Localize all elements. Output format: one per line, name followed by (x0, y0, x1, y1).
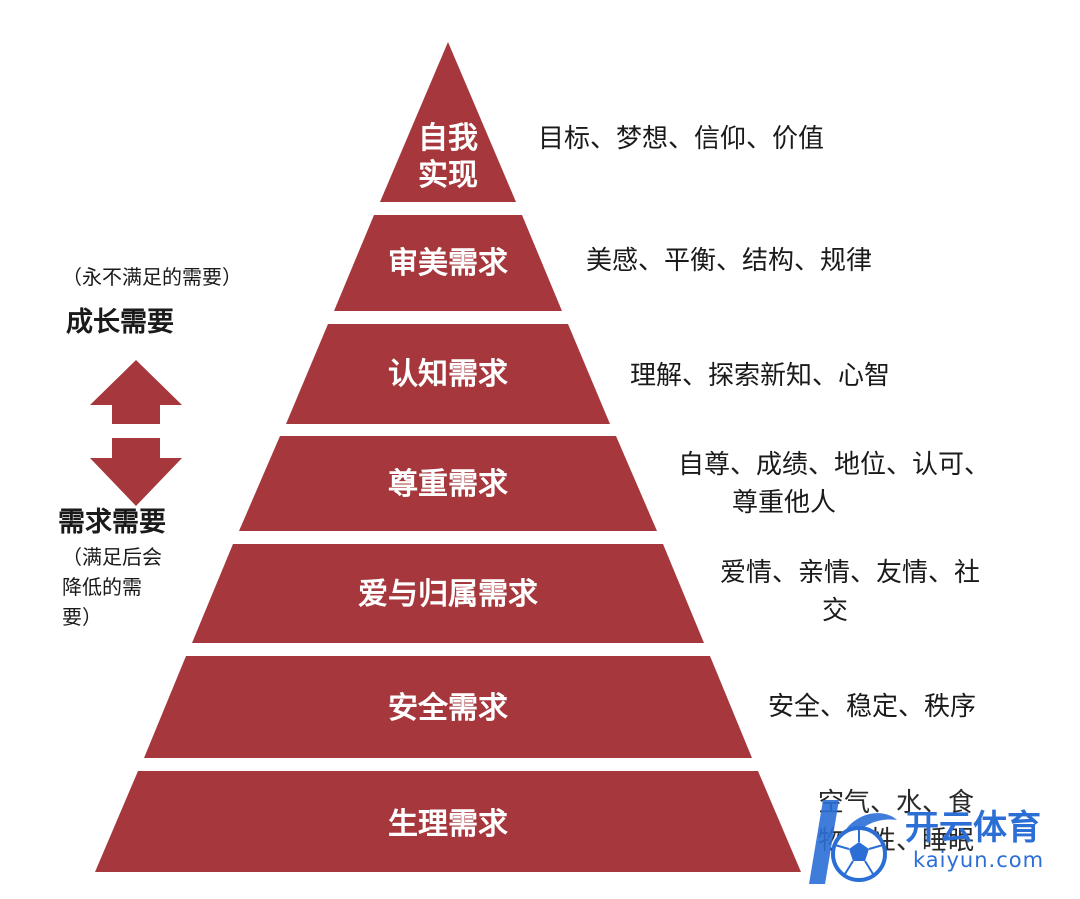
tier-self-actualization-label-line1: 自我 (418, 121, 478, 156)
growth-needs-note: （永不满足的需要） (62, 265, 242, 289)
deficiency-needs-title: 需求需要 (58, 507, 166, 538)
tier-love-belonging-label: 爱与归属需求 (358, 577, 538, 612)
growth-needs-title: 成长需要 (66, 307, 174, 338)
tier-love-belonging-description: 爱情、亲情、友情、社 交 (720, 554, 980, 630)
tier-physiological-label: 生理需求 (388, 807, 508, 842)
tier-self-actualization-description: 目标、梦想、信仰、价值 (538, 120, 824, 158)
note-line: 要） (62, 605, 102, 629)
description-line: 爱情、亲情、友情、社 (720, 558, 981, 588)
description-line: 空气、水、食 (818, 788, 975, 818)
watermark-brand-en: kaiyun.com (913, 848, 1045, 872)
tier-cognitive-shape (286, 324, 610, 424)
tier-aesthetic-label: 审美需求 (388, 246, 508, 281)
tier-self-actualization-label-line2: 实现 (418, 158, 478, 193)
tier-cognitive-description: 理解、探索新知、心智 (630, 357, 890, 395)
description-line: 交 (822, 596, 849, 626)
description-line: 目标、梦想、信仰、价值 (538, 124, 825, 154)
description-line: 理解、探索新知、心智 (630, 361, 891, 391)
tier-safety-shape (144, 656, 752, 758)
tier-esteem-label: 尊重需求 (388, 467, 508, 502)
tier-physiological-shape (95, 771, 801, 872)
description-line: 自尊、成绩、地位、认可、 (678, 450, 991, 480)
note-line: 降低的需 (62, 575, 142, 599)
tier-aesthetic-shape (334, 215, 562, 311)
tier-esteem-description: 自尊、成绩、地位、认可、 尊重他人 (678, 446, 990, 522)
soccer-ball-k-logo-icon (809, 800, 897, 884)
brand-watermark: 开云体育 kaiyun.com (795, 792, 1075, 892)
watermark-brand-cn: 开云体育 (905, 808, 1041, 848)
tier-self-actualization-shape (380, 42, 516, 202)
tier-aesthetic-description: 美感、平衡、结构、规律 (586, 242, 872, 280)
tier-cognitive-label: 认知需求 (388, 357, 508, 392)
tier-safety-label: 安全需求 (388, 691, 508, 726)
tier-esteem-shape (239, 436, 657, 531)
description-line: 安全、稳定、秩序 (768, 692, 977, 722)
note-line: （满足后会 (62, 545, 162, 569)
description-line: 美感、平衡、结构、规律 (586, 246, 873, 276)
deficiency-needs-note: （满足后会 降低的需 要） (62, 542, 162, 632)
double-vertical-arrow-icon (90, 360, 182, 506)
tier-love-belonging-shape (192, 544, 704, 643)
tier-safety-description: 安全、稳定、秩序 (768, 688, 976, 726)
description-line: 尊重他人 (732, 488, 837, 518)
